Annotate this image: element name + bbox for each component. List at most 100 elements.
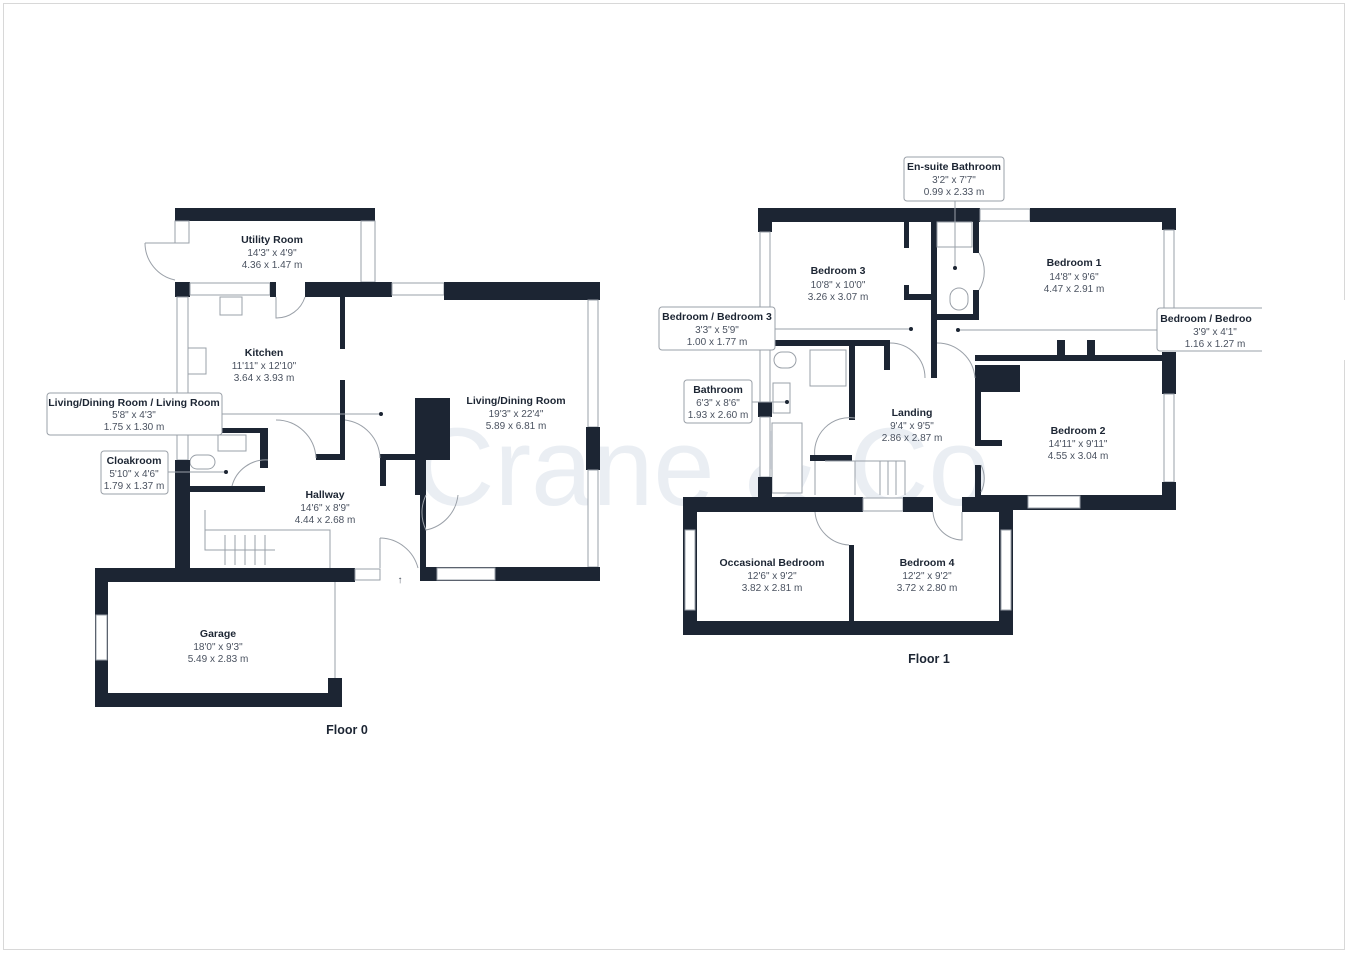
svg-text:Kitchen: Kitchen: [245, 347, 284, 359]
svg-text:11'11" x 12'10": 11'11" x 12'10": [232, 361, 297, 372]
window: [436, 567, 496, 581]
svg-text:0.99 x 2.33 m: 0.99 x 2.33 m: [924, 187, 985, 198]
window: [862, 497, 904, 512]
wall: [215, 428, 265, 433]
callout-living-room: Living/Dining Room / Living Room 5'8" x …: [46, 392, 383, 436]
svg-text:3.26 x 3.07 m: 3.26 x 3.07 m: [808, 292, 869, 303]
callout-bedroom-bedroom-3: Bedroom / Bedroom 3 3'3" x 5'9" 1.00 x 1…: [658, 306, 913, 351]
wall: [683, 621, 1013, 635]
room-label-bedroom-3: Bedroom 3 10'8" x 10'0" 3.26 x 3.07 m: [808, 265, 869, 303]
svg-text:Occasional Bedroom: Occasional Bedroom: [719, 557, 824, 569]
wall: [316, 454, 345, 460]
svg-text:4.44 x 2.68 m: 4.44 x 2.68 m: [295, 515, 356, 526]
svg-text:Utility Room: Utility Room: [241, 234, 303, 246]
room-label-kitchen: Kitchen 11'11" x 12'10" 3.64 x 3.93 m: [232, 347, 297, 384]
svg-text:4.55 x 3.04 m: 4.55 x 3.04 m: [1048, 451, 1109, 462]
wall: [849, 340, 855, 420]
svg-text:Cloakroom: Cloakroom: [107, 455, 162, 467]
svg-text:1.00 x 1.77 m: 1.00 x 1.77 m: [687, 337, 748, 348]
svg-text:9'4" x 9'5": 9'4" x 9'5": [890, 421, 934, 432]
room-label-bedroom-2: Bedroom 2 14'11" x 9'11" 4.55 x 3.04 m: [1048, 425, 1109, 462]
wall: [95, 568, 355, 582]
door: [814, 417, 856, 495]
toilet-icon: [949, 287, 969, 311]
callout-bedroom-bedroo: Bedroom / Bedroo 3'9" x 4'1" 1.16 x 1.27…: [956, 307, 1268, 352]
svg-text:10'8" x 10'0": 10'8" x 10'0": [811, 280, 866, 291]
wall: [810, 455, 852, 461]
room-label-hallway: Hallway 14'6" x 8'9" 4.44 x 2.68 m: [295, 489, 356, 526]
svg-text:5'10" x 4'6": 5'10" x 4'6": [109, 469, 159, 480]
window: [1027, 495, 1081, 509]
svg-text:19'3" x 22'4": 19'3" x 22'4": [489, 409, 544, 420]
svg-text:1.93 x 2.60 m: 1.93 x 2.60 m: [688, 410, 749, 421]
svg-text:14'11" x 9'11": 14'11" x 9'11": [1049, 439, 1108, 450]
svg-text:Bedroom 4: Bedroom 4: [900, 557, 955, 569]
wall: [904, 285, 909, 300]
wall: [444, 282, 600, 300]
wall: [340, 380, 345, 460]
svg-text:1.75 x 1.30 m: 1.75 x 1.30 m: [104, 422, 165, 433]
door: [275, 419, 459, 531]
wall: [904, 220, 909, 248]
wall: [975, 365, 981, 445]
wall: [758, 477, 772, 502]
wall: [175, 460, 190, 568]
wall: [380, 454, 386, 486]
svg-text:1.16 x 1.27 m: 1.16 x 1.27 m: [1185, 339, 1246, 350]
entrance-arrow-icon: ↑: [398, 575, 403, 586]
window: [587, 299, 599, 428]
wall: [758, 208, 772, 232]
wall: [270, 282, 276, 297]
svg-text:3.82 x 2.81 m: 3.82 x 2.81 m: [742, 583, 803, 594]
window: [354, 568, 381, 581]
svg-text:Bedroom / Bedroom 3: Bedroom / Bedroom 3: [662, 311, 772, 323]
svg-text:14'3" x 4'9": 14'3" x 4'9": [247, 248, 297, 259]
floor-0-plan: ↑ Utility Room 14'3" x 4'9" 4.36 x 1.47 …: [46, 208, 600, 737]
svg-text:5.89 x 6.81 m: 5.89 x 6.81 m: [486, 421, 547, 432]
front-door: [379, 537, 419, 569]
svg-text:18'0" x 9'3": 18'0" x 9'3": [193, 642, 243, 653]
window: [95, 614, 108, 661]
room-label-garage: Garage 18'0" x 9'3" 5.49 x 2.83 m: [188, 628, 249, 665]
window: [176, 296, 189, 461]
svg-text:4.36 x 1.47 m: 4.36 x 1.47 m: [242, 260, 303, 271]
wall: [884, 340, 890, 370]
chimney-breast: [415, 398, 450, 460]
svg-text:3.72 x 2.80 m: 3.72 x 2.80 m: [897, 583, 958, 594]
bath-icon: [771, 422, 803, 494]
svg-text:Garage: Garage: [200, 628, 236, 640]
wall: [1087, 340, 1095, 358]
shower-icon: [809, 349, 847, 387]
wall: [415, 454, 426, 495]
hob-icon: [219, 296, 243, 316]
toilet-icon: [773, 351, 797, 369]
wall: [1162, 208, 1176, 230]
basin-icon: [772, 382, 791, 414]
svg-text:Bedroom 1: Bedroom 1: [1047, 257, 1102, 269]
svg-text:14'6" x 8'9": 14'6" x 8'9": [300, 503, 350, 514]
floor-1-plan: Bedroom 3 10'8" x 10'0" 3.26 x 3.07 m Be…: [658, 156, 1268, 666]
basin-icon: [217, 434, 247, 452]
window: [360, 220, 376, 283]
wall: [683, 497, 863, 512]
door: [814, 511, 963, 546]
wall: [772, 340, 890, 346]
wall: [975, 465, 981, 510]
svg-text:1.79 x 1.37 m: 1.79 x 1.37 m: [104, 481, 165, 492]
room-label-occasional-bedroom: Occasional Bedroom 12'6" x 9'2" 3.82 x 2…: [719, 557, 824, 594]
page-edge: [1345, 0, 1350, 955]
svg-text:Landing: Landing: [892, 407, 933, 419]
wall: [1162, 352, 1176, 394]
wall: [975, 440, 1002, 446]
wall: [305, 282, 392, 297]
wall: [95, 693, 342, 707]
callout-cloakroom: Cloakroom 5'10" x 4'6" 1.79 x 1.37 m: [100, 450, 228, 495]
svg-text:Living/Dining Room: Living/Dining Room: [466, 395, 565, 407]
wall: [904, 294, 932, 300]
sink-icon: [187, 347, 207, 375]
toilet-icon: [189, 454, 216, 470]
door: [231, 459, 269, 487]
wall: [340, 297, 345, 349]
room-label-living-dining-room: Living/Dining Room 19'3" x 22'4" 5.89 x …: [466, 395, 565, 432]
svg-text:5'8" x 4'3": 5'8" x 4'3": [112, 410, 156, 421]
